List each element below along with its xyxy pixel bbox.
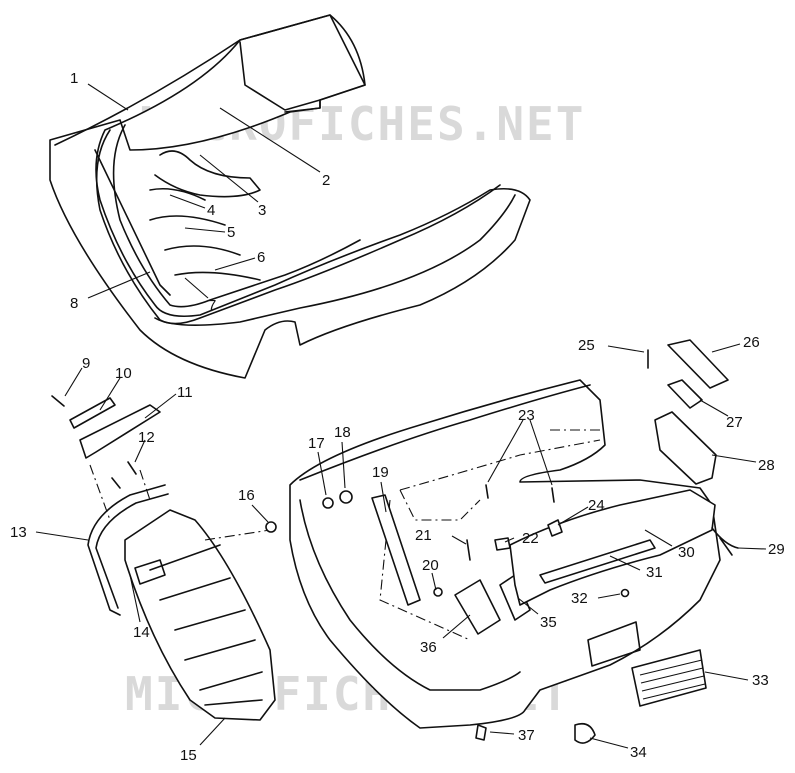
callout-15: 15	[180, 747, 197, 764]
part-29-latch	[711, 527, 739, 556]
part-27-pad	[667, 379, 703, 409]
assembly-line-left	[89, 464, 271, 541]
callout-leaders	[35, 83, 767, 749]
box-parts	[574, 339, 739, 744]
part-11-bracket	[79, 404, 161, 459]
callout-28: 28	[758, 457, 775, 474]
callout-27: 27	[726, 414, 743, 431]
part-28-box	[654, 411, 717, 485]
callout-26: 26	[743, 334, 760, 351]
callout-22: 22	[522, 530, 539, 547]
left-panel-parts	[51, 395, 276, 721]
part-26-lid	[667, 339, 729, 389]
callout-12: 12	[138, 429, 155, 446]
callout-5: 5	[227, 224, 235, 241]
callout-32: 32	[571, 590, 588, 607]
part-18-grommet	[339, 490, 353, 504]
callout-19: 19	[372, 464, 389, 481]
part-33-vent-slats	[639, 659, 706, 700]
body-inner-edge	[299, 499, 521, 691]
callout-29: 29	[768, 541, 785, 558]
callout-20: 20	[422, 557, 439, 574]
callout-35: 35	[540, 614, 557, 631]
callout-8: 8	[70, 295, 78, 312]
callout-36: 36	[420, 639, 437, 656]
callout-10: 10	[115, 365, 132, 382]
part-23-studs	[485, 484, 555, 503]
callout-6: 6	[257, 249, 265, 266]
seat-cushion	[112, 124, 361, 308]
callout-2: 2	[322, 172, 330, 189]
part-12-screws	[111, 461, 137, 489]
body-rim	[299, 384, 591, 481]
part-36-bracket	[454, 579, 501, 635]
callout-1: 1	[70, 70, 78, 87]
callout-17: 17	[308, 435, 325, 452]
callout-labels: 1 2 3 4 5 6 7 8 9 10 11 12 13 14 15 16 1…	[10, 70, 785, 764]
part-35-bracket	[499, 574, 531, 621]
part-15-grill	[149, 544, 263, 706]
callout-13: 13	[10, 524, 27, 541]
seat-cover-panel	[239, 41, 321, 111]
seat-assembly	[49, 14, 531, 379]
part-31-slot	[539, 539, 656, 584]
body-vent-opening	[587, 621, 641, 667]
callout-34: 34	[630, 744, 647, 761]
seat-shell	[49, 14, 531, 379]
part-16-grommet	[265, 521, 277, 533]
part-20-bolt	[433, 587, 443, 597]
callout-31: 31	[646, 564, 663, 581]
seat-front-rim	[154, 194, 516, 326]
part-17-grommet	[322, 497, 334, 509]
part-14-insert	[134, 559, 166, 585]
callout-37: 37	[518, 727, 535, 744]
callout-23: 23	[518, 407, 535, 424]
callout-4: 4	[207, 202, 215, 219]
callout-9: 9	[82, 355, 90, 372]
part-9-screw	[51, 395, 65, 407]
callout-30: 30	[678, 544, 695, 561]
callout-7: 7	[208, 297, 216, 314]
part-22-clip	[494, 537, 511, 551]
part-24-clip	[547, 519, 563, 537]
part-15-front-panel	[124, 509, 276, 721]
callout-11: 11	[177, 384, 193, 401]
callout-24: 24	[588, 497, 605, 514]
seat-inner-contour	[95, 129, 501, 325]
callout-21: 21	[415, 527, 432, 544]
seat-top-edge	[54, 14, 366, 146]
callout-3: 3	[258, 202, 266, 219]
part-37-plug	[475, 724, 487, 741]
part-13-tube	[87, 484, 169, 616]
callout-33: 33	[752, 672, 769, 689]
part-10-strip	[69, 397, 116, 429]
seat-side-strip	[94, 149, 171, 296]
callout-18: 18	[334, 424, 351, 441]
callout-14: 14	[133, 624, 150, 641]
part-21-stud	[466, 539, 471, 561]
part-19-rail	[371, 494, 421, 606]
callout-16: 16	[238, 487, 255, 504]
part-32-bolt	[620, 588, 630, 598]
seat-backrest	[154, 150, 261, 198]
callout-25: 25	[578, 337, 595, 354]
seat-pad-lines	[149, 187, 261, 281]
part-34-clip	[574, 722, 596, 744]
